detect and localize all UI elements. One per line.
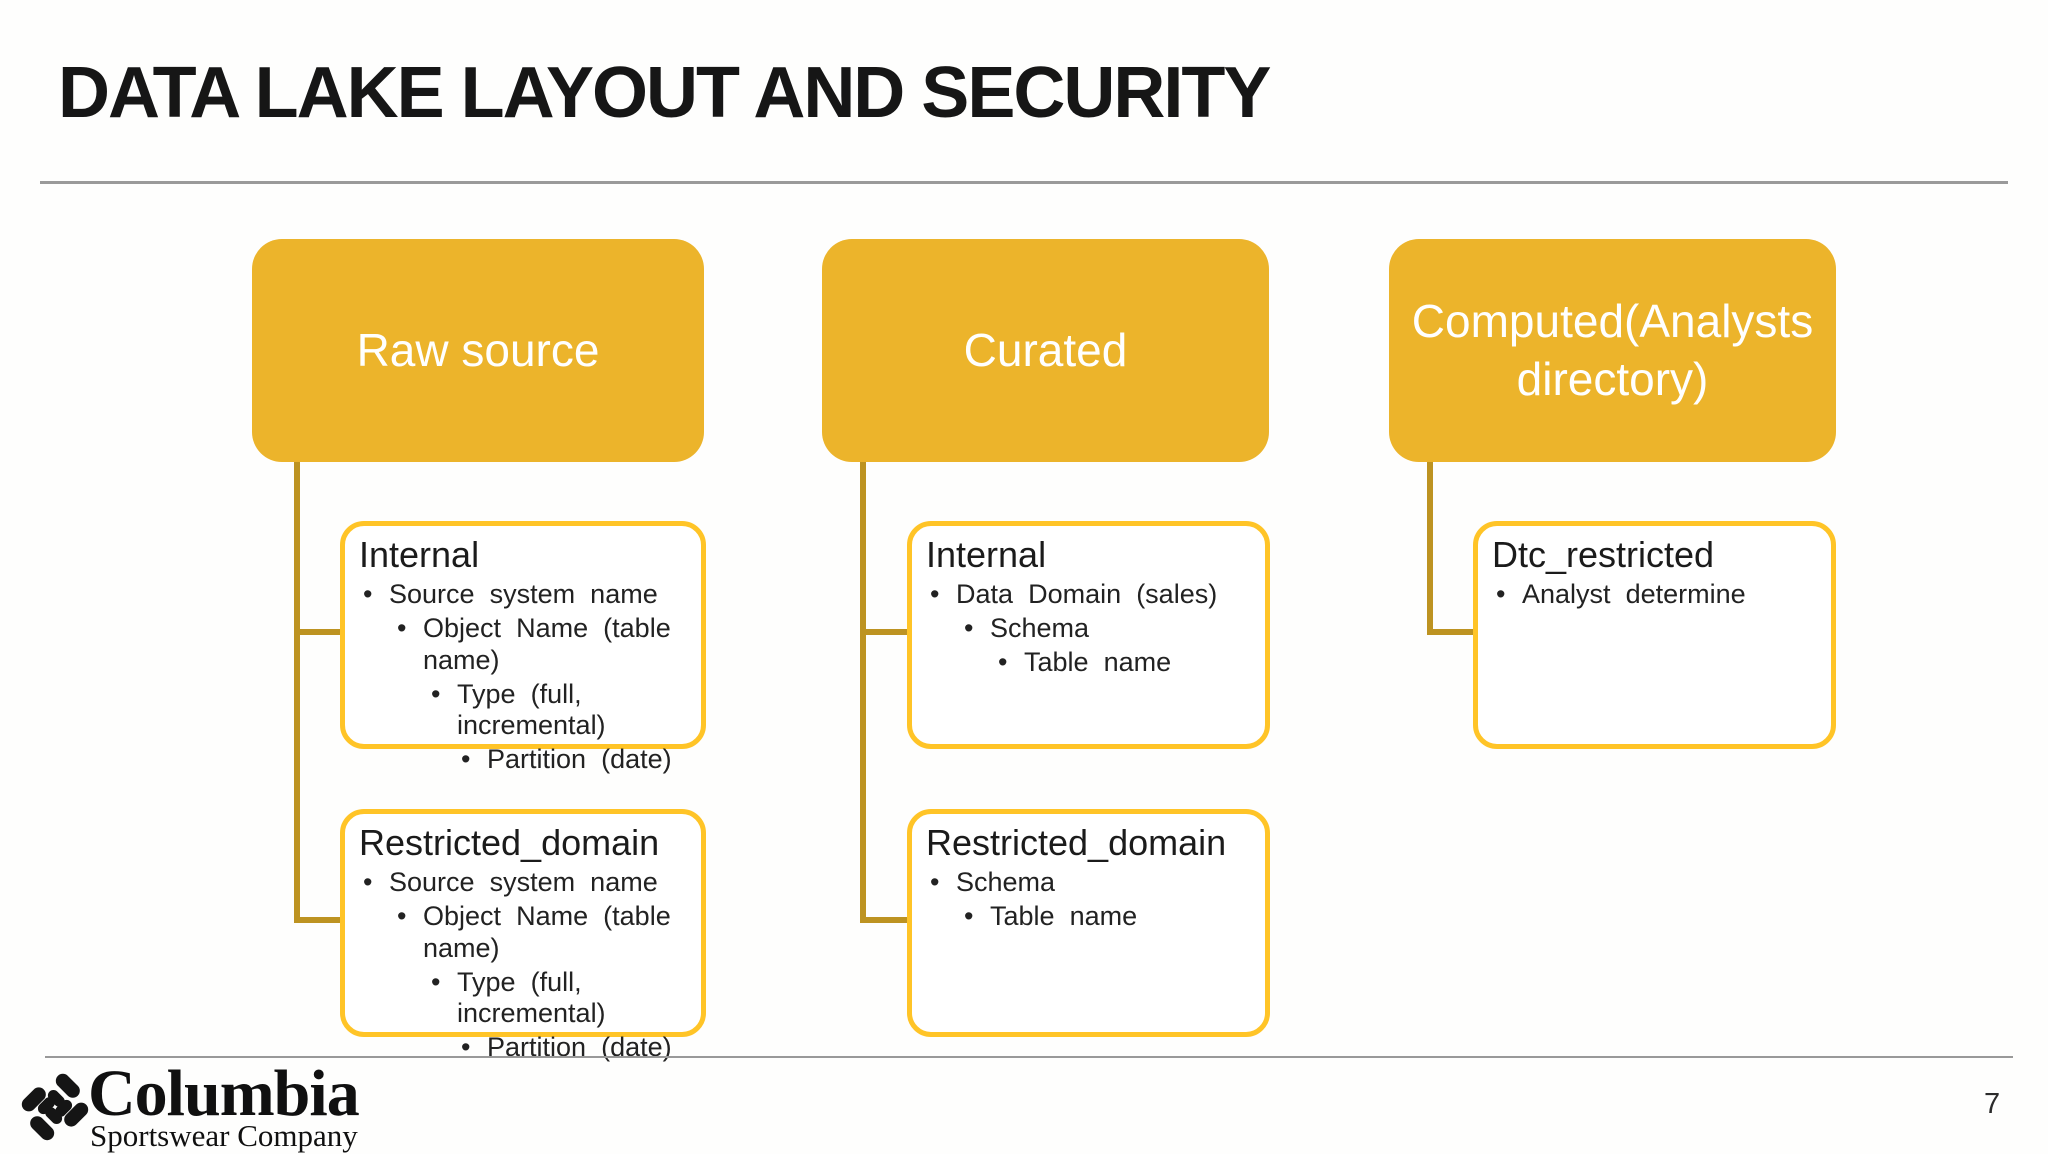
bullet-text: Type (full, incremental)	[457, 678, 606, 741]
bullet-marker: •	[397, 900, 407, 931]
bullet-text: Type (full, incremental)	[457, 966, 606, 1029]
columbia-logo: Columbia Sportswear Company	[14, 1057, 474, 1153]
node-raw-source: Raw source	[252, 239, 704, 462]
bullet-marker: •	[998, 646, 1008, 677]
bullet-text: Source system name	[389, 867, 658, 897]
bullet-marker: •	[1496, 579, 1506, 609]
bullet-marker: •	[363, 867, 373, 897]
node-title: Internal	[926, 534, 1047, 575]
bullet-item: • Schema	[926, 867, 1253, 899]
node-curated: Curated	[822, 239, 1269, 462]
node-computed: Computed(Analysts directory)	[1389, 239, 1836, 462]
node-title: Internal	[359, 534, 480, 575]
bullet-item: • Schema	[926, 613, 1253, 645]
connector-raw-vertical	[294, 462, 300, 923]
node-title: Restricted_domain	[926, 822, 1227, 863]
bullet-marker: •	[461, 1032, 471, 1063]
footer-separator	[45, 1056, 2013, 1058]
bullet-text: Data Domain (sales)	[956, 579, 1218, 609]
connector-curated-branch-1	[860, 629, 907, 635]
bullet-item: • Data Domain (sales)	[926, 579, 1253, 611]
logo-wordmark: Columbia	[88, 1057, 360, 1130]
bullet-item: • Table name	[926, 901, 1253, 933]
bullet-marker: •	[964, 900, 974, 931]
bullet-text: Source system name	[389, 579, 658, 609]
node-raw-internal: Internal • Source system name • Object N…	[340, 521, 706, 774]
bullet-marker: •	[397, 612, 407, 643]
node-title: Dtc_restricted	[1492, 534, 1715, 575]
node-curated-internal: Internal • Data Domain (sales) • Schema …	[907, 521, 1270, 749]
bullet-marker: •	[930, 579, 940, 609]
bullet-item: • Partition (date)	[359, 744, 689, 776]
node-curated-restricted-domain: Restricted_domain • Schema • Table name	[907, 809, 1270, 1037]
node-title: Restricted_domain	[359, 822, 660, 863]
page-title: DATA LAKE LAYOUT AND SECURITY	[58, 53, 1271, 133]
bullet-item: • Source system name	[359, 867, 689, 899]
bullet-text: Object Name (table name)	[423, 612, 671, 675]
bullet-text: Table name	[990, 900, 1138, 931]
bullet-marker: •	[930, 867, 940, 897]
title-separator	[40, 181, 2008, 184]
bullet-item: • Object Name (table name)	[359, 901, 689, 965]
bullet-item: • Type (full, incremental)	[359, 967, 689, 1031]
bullet-text: Partition (date)	[487, 744, 672, 775]
bullet-marker: •	[431, 678, 441, 709]
connector-raw-branch-2	[294, 917, 340, 923]
bullet-text: Object Name (table name)	[423, 900, 671, 963]
bullet-item: • Object Name (table name)	[359, 613, 689, 677]
connector-curated-branch-2	[860, 917, 907, 923]
connector-raw-branch-1	[294, 629, 340, 635]
bullet-item: • Table name	[926, 647, 1253, 679]
page-number: 7	[1984, 1088, 2001, 1120]
bullet-marker: •	[964, 612, 974, 643]
bullet-marker: •	[431, 966, 441, 997]
bullet-marker: •	[363, 579, 373, 609]
connector-computed-vertical	[1427, 462, 1433, 635]
bullet-item: • Type (full, incremental)	[359, 679, 689, 743]
node-label: Curated	[963, 323, 1128, 376]
node-label: Computed(Analysts directory)	[1411, 295, 1814, 405]
bullet-item: • Analyst determine	[1492, 579, 1819, 611]
bullet-text: Table name	[1024, 646, 1172, 677]
columbia-diamond-icon	[21, 1073, 89, 1141]
bullet-text: Analyst determine	[1522, 579, 1746, 609]
connector-computed-branch-1	[1427, 629, 1473, 635]
logo-subtext: Sportswear Company	[90, 1118, 358, 1153]
connector-curated-vertical	[860, 462, 866, 923]
bullet-marker: •	[461, 744, 471, 775]
node-raw-restricted-domain: Restricted_domain • Source system name •…	[340, 809, 706, 1062]
node-label: Raw source	[356, 323, 600, 376]
bullet-item: • Partition (date)	[359, 1032, 689, 1064]
bullet-text: Schema	[990, 612, 1090, 643]
bullet-text: Schema	[956, 867, 1056, 897]
node-dtc-restricted: Dtc_restricted • Analyst determine	[1473, 521, 1836, 749]
bullet-text: Partition (date)	[487, 1032, 672, 1063]
bullet-item: • Source system name	[359, 579, 689, 611]
